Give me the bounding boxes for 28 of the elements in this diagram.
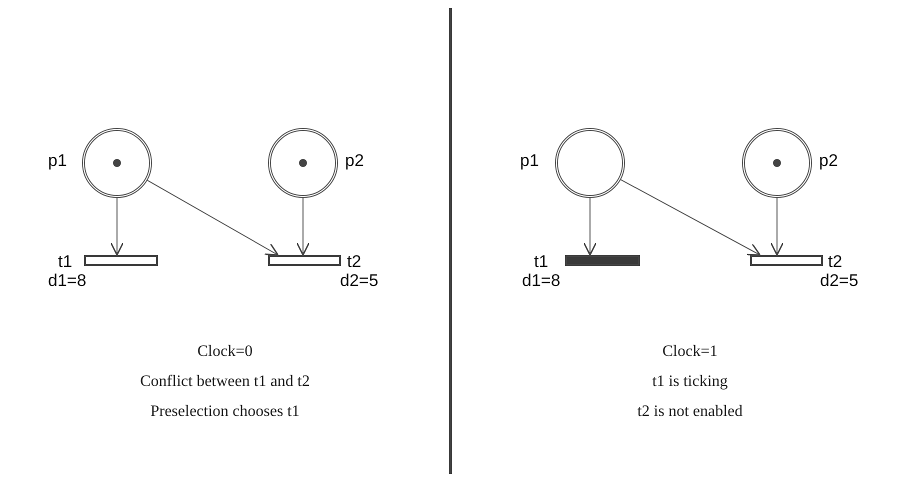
node-name: p2 <box>345 152 364 169</box>
arc-arrow <box>770 198 784 256</box>
caption-text: Preselection chooses t1 <box>150 404 300 420</box>
caption-text: Conflict between t1 and t2 <box>140 374 310 390</box>
node-name: t1 <box>58 253 72 270</box>
arc-arrow <box>146 180 279 256</box>
node-name: p2 <box>819 152 838 169</box>
delay-label: d1=8 <box>48 272 86 289</box>
node-name: t1 <box>534 253 548 270</box>
transition-bar <box>750 255 823 266</box>
node-name: p1 <box>48 152 67 169</box>
transition-bar <box>565 255 640 266</box>
caption-text: Clock=0 <box>197 344 253 360</box>
transition-bar <box>84 255 158 266</box>
arc-arrow <box>110 198 124 256</box>
delay-label: d2=5 <box>340 272 378 289</box>
node-name: t2 <box>347 253 362 270</box>
delay-label: d1=8 <box>522 272 560 289</box>
node-name: t2 <box>828 253 842 270</box>
arc-arrow <box>296 198 310 256</box>
delay-label: d2=5 <box>820 272 858 289</box>
arc-arrow <box>583 198 597 256</box>
caption-text: t1 is ticking <box>652 374 728 390</box>
transition-bar <box>268 255 341 266</box>
caption-text: t2 is not enabled <box>637 404 743 420</box>
caption-text: Clock=1 <box>662 344 718 360</box>
arc-arrow <box>620 179 761 256</box>
node-name: p1 <box>520 152 539 169</box>
